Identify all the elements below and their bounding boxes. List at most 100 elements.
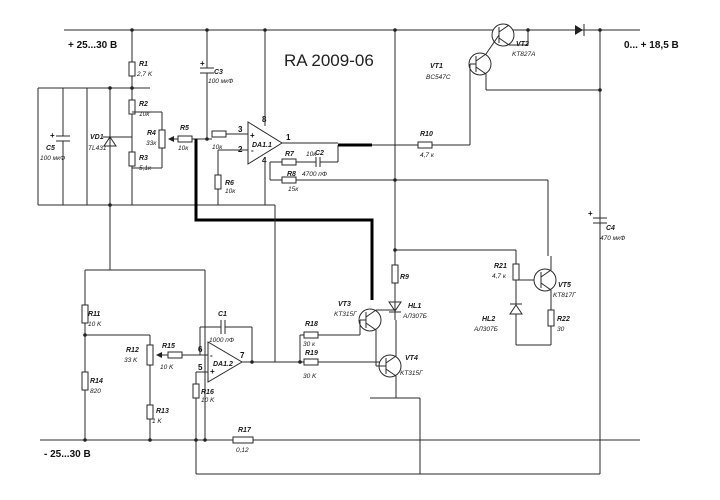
diagram-title: RA 2009-06 xyxy=(284,51,374,70)
c3-value: 100 мкФ xyxy=(208,78,233,85)
r4-value: 33к xyxy=(146,140,157,147)
r16-value: 10 K xyxy=(201,397,215,404)
svg-text:+: + xyxy=(588,209,593,218)
r13-ref: R13 xyxy=(156,408,169,415)
r13-value: 1 K xyxy=(152,418,162,425)
resistor-r9 xyxy=(391,264,399,284)
r18-value: 30 к xyxy=(303,341,316,348)
r6-value: 10к xyxy=(225,188,236,195)
r16-ref: R16 xyxy=(201,389,214,396)
c5-value: 100 мкФ xyxy=(40,155,65,162)
r18-ref: R18 xyxy=(305,321,318,328)
vt2-value: KT827A xyxy=(512,51,536,58)
r21-value: 4,7 к xyxy=(492,273,507,280)
resistor-r22 xyxy=(547,309,555,327)
vt5-value: KT817Г xyxy=(553,292,576,299)
transistor-vt3 xyxy=(358,308,382,332)
led-hl2 xyxy=(509,303,523,315)
transistor-vt4 xyxy=(378,354,402,378)
vt1-value: BC547C xyxy=(426,74,451,81)
transistor-vt5 xyxy=(533,268,557,292)
r7-ref: R7 xyxy=(285,151,295,158)
r2-ref: R2 xyxy=(139,101,148,108)
transistor-vt2 xyxy=(491,23,515,47)
r14-ref: R14 xyxy=(90,378,103,385)
resistor-r19 xyxy=(303,358,319,366)
c1-value: 1000 пФ xyxy=(209,337,234,344)
r17-ref: R17 xyxy=(238,427,252,434)
da11-pin-plus: 3 xyxy=(238,125,243,134)
svg-text:+: + xyxy=(250,131,255,140)
hl2-value: АЛ307Б xyxy=(473,326,498,333)
resistor-r14 xyxy=(81,371,89,391)
r4-ref: R4 xyxy=(147,130,156,137)
r21-ref: R21 xyxy=(494,263,507,270)
c4-value: 470 мкФ xyxy=(600,235,625,242)
hl2-ref: HL2 xyxy=(482,316,495,323)
r10-value: 4,7 к xyxy=(420,152,435,159)
capacitor-c5: + xyxy=(50,88,70,205)
r10-ref: R10 xyxy=(420,131,433,138)
vt4-ref: VT4 xyxy=(405,355,418,362)
da11-ref: DA1.1 xyxy=(252,142,272,149)
r15-value: 10 K xyxy=(160,364,174,371)
r19-value: 30 K xyxy=(303,373,317,380)
svg-text:-: - xyxy=(251,146,254,155)
vd1-value: TL431 xyxy=(88,145,107,152)
resistor-r10 xyxy=(417,141,433,149)
resistor-r17 xyxy=(232,436,254,444)
r15-ref: R15 xyxy=(162,343,175,350)
resistor-r3 xyxy=(128,151,136,167)
resistor-r1 xyxy=(128,61,136,77)
da12-ref: DA1.2 xyxy=(213,361,233,368)
da12-pin-out: 7 xyxy=(240,351,245,360)
r11-ref: R11 xyxy=(88,311,100,318)
control-wire xyxy=(194,139,374,300)
resistor-r16 xyxy=(192,383,200,399)
negative-input-label: - 25...30 В xyxy=(44,449,91,460)
r14-value: 820 xyxy=(90,388,101,395)
r5-ref: R5 xyxy=(180,125,189,132)
r6-ref: R6 xyxy=(225,180,234,187)
opamp-da1-2: - + xyxy=(207,341,243,383)
hl1-value: АЛ307Б xyxy=(402,313,427,320)
resistor-r13 xyxy=(146,404,154,420)
r8-ref: R8 xyxy=(287,171,296,178)
c2-ref: C2 xyxy=(315,150,324,157)
c1-ref: C1 xyxy=(218,311,227,318)
zener-reference-vd1 xyxy=(103,136,132,147)
svg-text:-: - xyxy=(210,351,213,360)
vt2-ref: VT2 xyxy=(516,41,529,48)
hl1-ref: HL1 xyxy=(408,303,421,310)
resistor-r18 xyxy=(303,331,319,339)
vt3-ref: VT3 xyxy=(338,301,351,308)
resistor-r7 xyxy=(281,158,297,166)
r22-value: 30 xyxy=(557,326,565,333)
svg-text:+: + xyxy=(210,367,215,376)
da11-pin-out: 1 xyxy=(286,133,291,142)
r8-value: 15к xyxy=(288,186,299,193)
svg-text:+: + xyxy=(200,59,205,68)
r7-value: 10к xyxy=(306,151,317,158)
c5-ref: C5 xyxy=(46,145,55,152)
vt5-ref: VT5 xyxy=(558,282,571,289)
resistor-r21 xyxy=(512,263,520,281)
led-hl1 xyxy=(388,301,402,313)
r1-value: 2,7 K xyxy=(136,71,153,78)
capacitor-c4: + xyxy=(588,209,607,224)
r2-value: 10к xyxy=(139,111,150,118)
r3-ref: R3 xyxy=(139,155,148,162)
r22-ref: R22 xyxy=(557,316,570,323)
r19-ref: R19 xyxy=(305,350,318,357)
c3-ref: C3 xyxy=(214,69,223,76)
r9-ref: R9 xyxy=(400,274,409,281)
da11-input-resistor-value: 10к xyxy=(212,144,223,151)
vt3-value: KT315Г xyxy=(334,311,357,318)
r12-value: 33 K xyxy=(124,357,138,364)
positive-input-label: + 25...30 В xyxy=(68,40,117,51)
resistor-r15 xyxy=(167,351,183,359)
resistor-r5 xyxy=(177,135,193,143)
output-voltage-label: 0... + 18,5 В xyxy=(624,40,679,51)
vd1-ref: VD1 xyxy=(90,134,104,141)
